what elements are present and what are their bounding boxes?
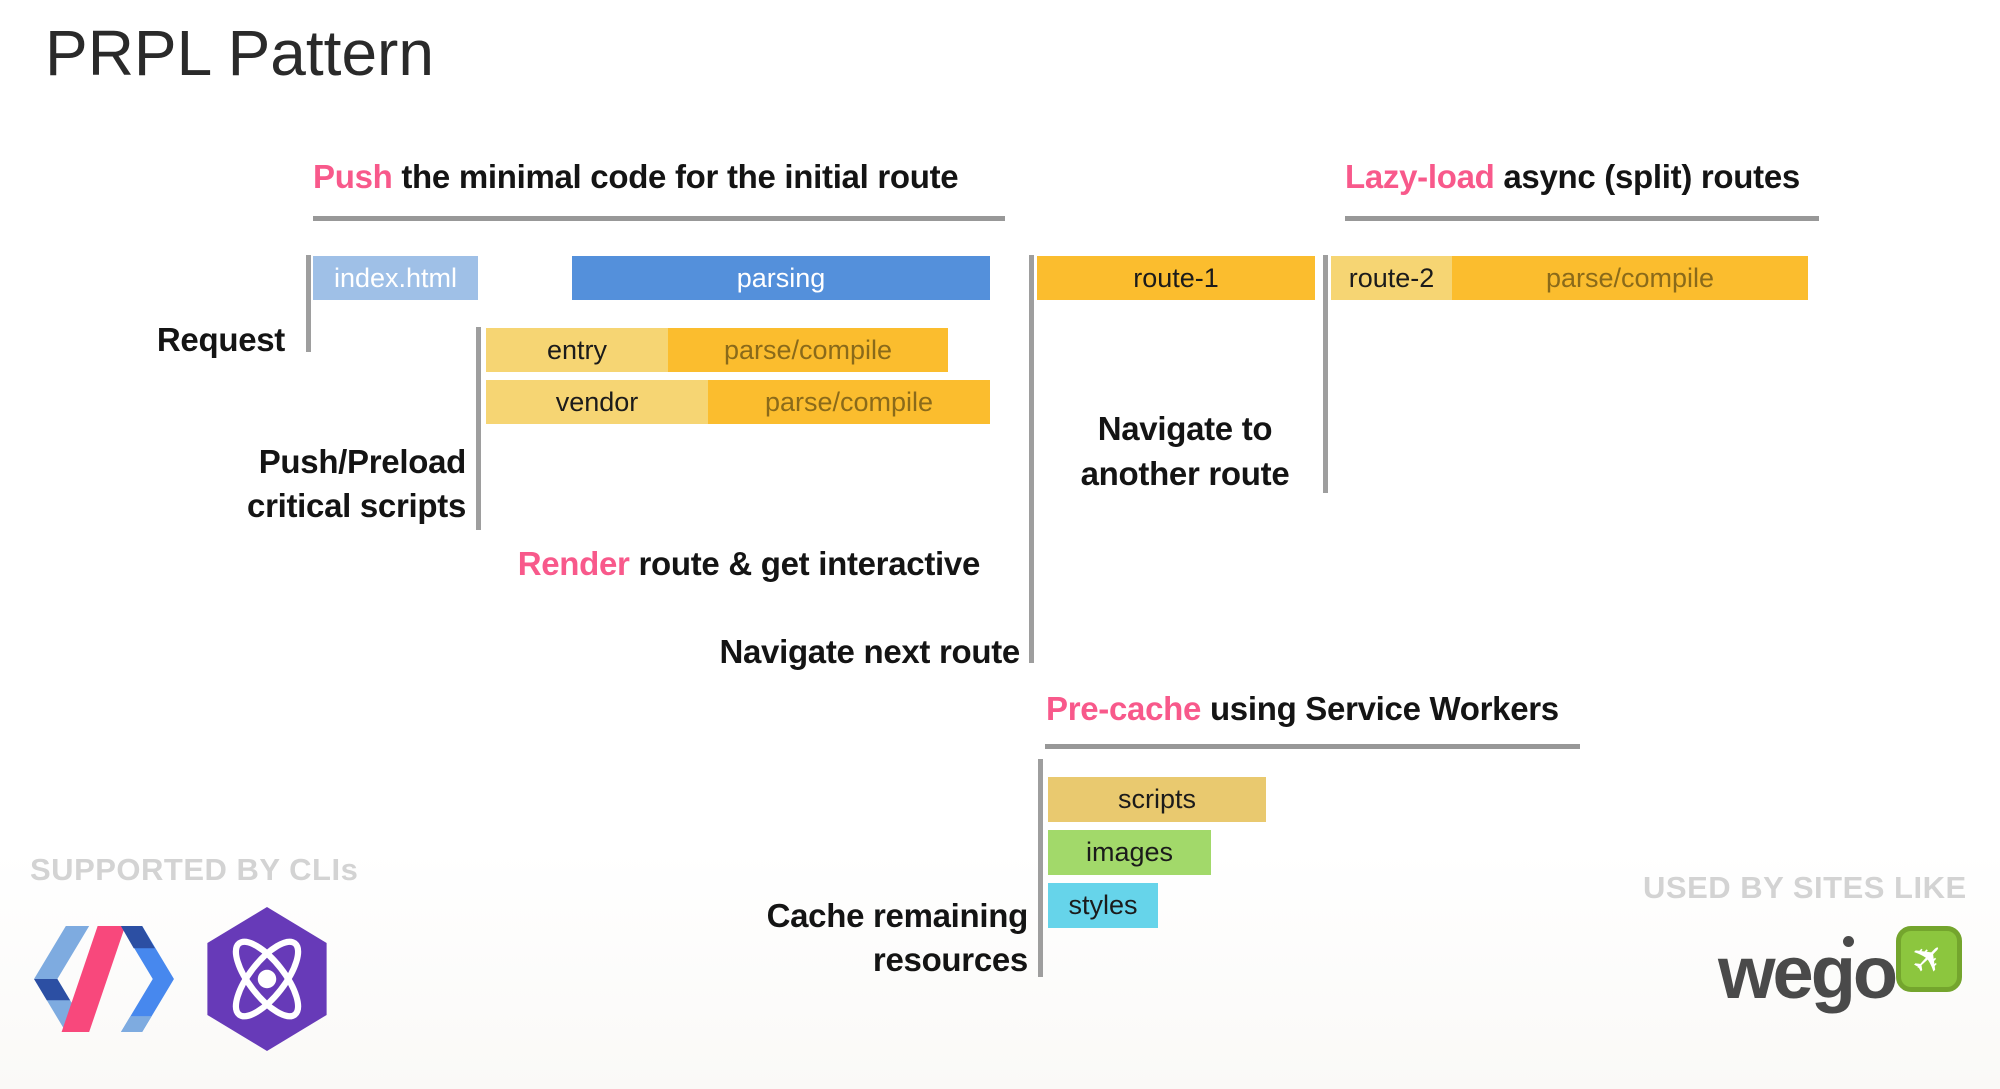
entry-parse-compile-bar: parse/compile [668, 328, 948, 372]
parsing-bar: parsing [572, 256, 990, 300]
precache-heading-rest: using Service Workers [1201, 690, 1559, 727]
push-heading-rest: the minimal code for the initial route [392, 158, 959, 195]
wego-logo-badge: ✈ [1896, 926, 1962, 992]
push-preload-marker-line [476, 327, 481, 530]
navigate-next-marker-line [1029, 255, 1034, 663]
cache-remaining-label: Cache remaining resources [628, 894, 1029, 982]
cache-marker-line [1038, 759, 1043, 977]
page-title: PRPL Pattern [45, 17, 434, 89]
push-preload-label: Push/Preload critical scripts [136, 440, 466, 528]
render-heading-rest: route & get interactive [629, 545, 980, 582]
route-2-bar: route-2 [1331, 256, 1452, 300]
lazyload-heading-rest: async (split) routes [1494, 158, 1800, 195]
supported-by-clis-label: SUPPORTED BY CLIs [30, 852, 359, 887]
preact-logo [207, 907, 327, 1051]
route-1-bar: route-1 [1037, 256, 1315, 300]
navigate-another-marker-line [1323, 255, 1328, 493]
entry-bar: entry [486, 328, 668, 372]
request-marker-line [306, 255, 311, 352]
lazyload-heading-underline [1345, 216, 1819, 221]
push-preload-label-line2: critical scripts [247, 487, 466, 524]
navigate-next-route-label: Navigate next route [719, 633, 1020, 670]
vendor-bar: vendor [486, 380, 708, 424]
wego-g-dot [1843, 936, 1854, 947]
navigate-another-route-line2: another route [1080, 455, 1290, 492]
cache-remaining-label-line1: Cache remaining [766, 897, 1029, 934]
polymer-logo [34, 926, 174, 1032]
vendor-parse-compile-bar: parse/compile [708, 380, 990, 424]
wego-logo-text: wego [1718, 931, 1898, 1014]
navigate-another-route-label: Navigate to another route [1055, 406, 1315, 496]
scripts-bar: scripts [1048, 777, 1266, 822]
render-heading: Render route & get interactive [380, 545, 981, 583]
request-label: Request [156, 321, 285, 358]
push-heading: Push the minimal code for the initial ro… [313, 158, 959, 196]
push-preload-label-line1: Push/Preload [258, 443, 467, 480]
index-html-bar: index.html [313, 256, 478, 300]
precache-heading: Pre-cache using Service Workers [1046, 690, 1559, 728]
lazyload-heading: Lazy-load async (split) routes [1345, 158, 1800, 196]
precache-heading-underline [1045, 744, 1580, 749]
airplane-icon: ✈ [1901, 931, 1957, 987]
used-by-sites-label: USED BY SITES LIKE [1643, 870, 1967, 905]
images-bar: images [1048, 830, 1211, 875]
push-heading-underline [313, 216, 1005, 221]
navigate-another-route-line1: Navigate to [1097, 410, 1273, 447]
styles-bar: styles [1048, 883, 1158, 928]
cache-remaining-label-line2: resources [872, 941, 1028, 978]
push-heading-highlight: Push [313, 158, 393, 195]
precache-heading-highlight: Pre-cache [1046, 690, 1202, 727]
lazyload-heading-highlight: Lazy-load [1345, 158, 1495, 195]
render-heading-highlight: Render [517, 545, 630, 582]
route-2-parse-compile-bar: parse/compile [1452, 256, 1808, 300]
